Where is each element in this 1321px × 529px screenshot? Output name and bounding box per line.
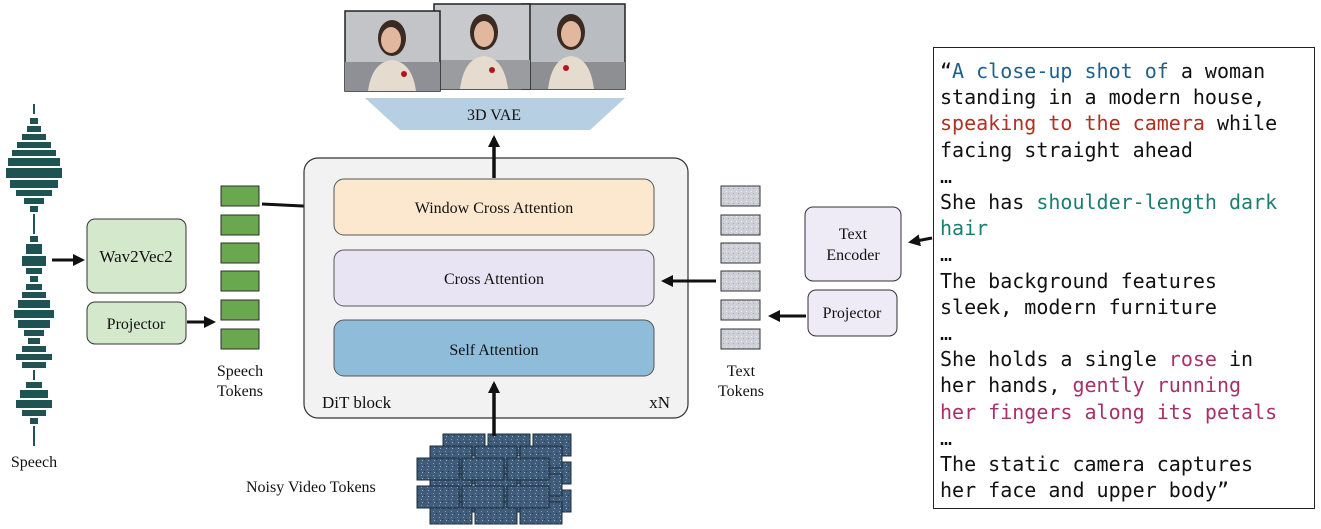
noisy-video-tokens bbox=[416, 433, 572, 525]
prompt-line: The background features bbox=[940, 268, 1314, 294]
projector-left-box bbox=[86, 301, 187, 345]
prompt-segment: gently running bbox=[1072, 373, 1242, 398]
speech-token bbox=[220, 270, 260, 292]
prompt-segment: rose bbox=[1168, 347, 1217, 372]
prompt-line: her face and upper body” bbox=[940, 477, 1314, 503]
text-encoder-label-2: Encoder bbox=[826, 247, 880, 264]
prompt-segment: a woman bbox=[1168, 59, 1266, 83]
projector-left-label: Projector bbox=[107, 316, 166, 333]
window-cross-attention-label: Window Cross Attention bbox=[415, 200, 573, 217]
cross-attention-box bbox=[333, 249, 655, 307]
prompt-line: facing straight ahead bbox=[940, 137, 1314, 163]
speech-label: Speech bbox=[11, 454, 57, 471]
prompt-segment: … bbox=[940, 425, 953, 450]
text-encoder-box bbox=[804, 206, 902, 282]
speech-token bbox=[220, 242, 260, 264]
text-token bbox=[720, 328, 761, 350]
prompt-segment: her fingers along its petals bbox=[940, 399, 1278, 424]
dit-block-label: DiT block bbox=[322, 393, 392, 412]
text-tokens-label-2: Tokens bbox=[718, 383, 764, 400]
prompt-segment: The background features bbox=[940, 268, 1217, 293]
prompt-segment: She holds a single bbox=[940, 347, 1169, 372]
text-tokens bbox=[720, 185, 761, 350]
prompt-segment: facing straight ahead bbox=[940, 137, 1193, 162]
prompt-line: standing in a modern house, bbox=[940, 84, 1314, 110]
cross-attention-label: Cross Attention bbox=[444, 271, 544, 288]
text-token bbox=[720, 270, 761, 292]
audio-waveform-icon bbox=[6, 104, 62, 446]
prompt-segment: sleek, modern furniture bbox=[940, 294, 1217, 319]
text-token bbox=[720, 214, 761, 236]
video-token bbox=[416, 457, 460, 481]
prompt-line: The static camera captures bbox=[940, 451, 1314, 477]
speech-tokens-label-1: Speech bbox=[217, 363, 263, 380]
prompt-segment: “ bbox=[940, 59, 953, 83]
prompt-line: She has shoulder-length dark bbox=[940, 189, 1314, 215]
prompt-line: She holds a single rose in bbox=[940, 346, 1314, 372]
window-cross-attention-box bbox=[333, 178, 655, 236]
speech-tokens-label-2: Tokens bbox=[217, 383, 263, 400]
prompt-segment: standing in a modern house, bbox=[940, 85, 1266, 110]
prompt-line: her fingers along its petals bbox=[940, 399, 1314, 425]
text-token bbox=[720, 299, 761, 321]
prompt-segment: … bbox=[940, 242, 953, 267]
text-tokens-label-1: Text bbox=[727, 363, 756, 380]
noisy-video-tokens-label: Noisy Video Tokens bbox=[246, 479, 376, 496]
prompt-segment: The static camera captures bbox=[940, 452, 1254, 477]
vae-block bbox=[365, 98, 625, 130]
video-token bbox=[461, 457, 505, 481]
prompt-line: … bbox=[940, 425, 1314, 451]
prompt-segment: … bbox=[940, 321, 953, 346]
prompt-segment: shoulder-length dark bbox=[1036, 190, 1278, 215]
prompt-line: hair bbox=[940, 215, 1314, 241]
wav2vec-box bbox=[86, 218, 187, 294]
text-token bbox=[720, 242, 761, 264]
wav2vec-label: Wav2Vec2 bbox=[99, 247, 172, 266]
arrow-prompt-to-text-encoder bbox=[908, 234, 933, 247]
self-attention-box bbox=[333, 319, 655, 377]
prompt-line: speaking to the camera while bbox=[940, 110, 1314, 136]
prompt-line: “A close-up shot of a woman bbox=[940, 58, 1314, 84]
prompt-segment: in bbox=[1216, 347, 1254, 372]
prompt-segment: … bbox=[940, 163, 953, 188]
video-token bbox=[461, 485, 505, 509]
projector-right-box bbox=[807, 289, 898, 337]
prompt-segment: her face and upper body” bbox=[940, 478, 1229, 503]
prompt-line: … bbox=[940, 163, 1314, 189]
prompt-segment: while bbox=[1204, 111, 1278, 136]
video-token bbox=[506, 485, 550, 509]
vae-label: 3D VAE bbox=[467, 107, 521, 124]
prompt-segment: A close-up shot of bbox=[952, 59, 1169, 83]
woman-portrait-frames-icon bbox=[344, 3, 626, 92]
video-token bbox=[506, 457, 550, 481]
prompt-line: … bbox=[940, 241, 1314, 267]
speech-token bbox=[220, 185, 260, 207]
speech-tokens bbox=[220, 185, 260, 350]
prompt-segment: She has bbox=[940, 190, 1037, 215]
xn-label: xN bbox=[649, 393, 670, 412]
speech-token bbox=[220, 299, 260, 321]
speech-token bbox=[220, 328, 260, 350]
prompt-segment: her hands, bbox=[940, 373, 1073, 398]
projector-right-label: Projector bbox=[823, 305, 882, 322]
video-token bbox=[416, 485, 460, 509]
prompt-line: … bbox=[940, 320, 1314, 346]
prompt-line: her hands, gently running bbox=[940, 372, 1314, 398]
speech-token bbox=[220, 214, 260, 236]
prompt-line: sleek, modern furniture bbox=[940, 294, 1314, 320]
prompt-segment: speaking to the camera bbox=[940, 111, 1205, 136]
text-token bbox=[720, 185, 761, 207]
prompt-segment: hair bbox=[940, 216, 989, 241]
text-encoder-label-1: Text bbox=[839, 226, 868, 243]
self-attention-label: Self Attention bbox=[449, 342, 538, 359]
